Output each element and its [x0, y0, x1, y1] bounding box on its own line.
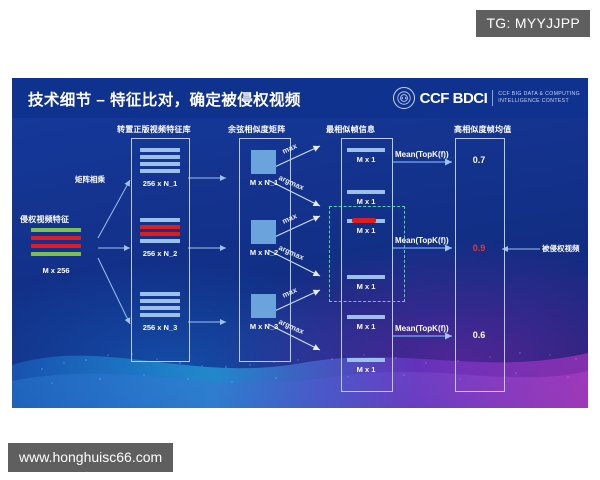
matrix-multiply-label: 矩阵相乘	[75, 175, 105, 184]
top-watermark: TG: MYYJJPP	[476, 10, 590, 37]
frame-label-1: M x 1	[356, 155, 376, 164]
ccf-bdci-logo: CCF BDCI CCF BIG DATA & COMPUTING INTELL…	[392, 87, 580, 109]
library-item-2	[140, 218, 180, 246]
frame-bar-1	[347, 148, 385, 152]
library-row	[140, 292, 180, 296]
slide-header-bar	[12, 78, 588, 118]
frames-container	[341, 138, 393, 392]
similarity-matrix-3-label: M x N_3	[249, 322, 279, 331]
similarity-matrix-2	[251, 220, 276, 244]
pipeline-diagram: 侵权视频特征 M x 256 矩阵相乘 转置正版视频特征库 256 x N_1 …	[12, 118, 588, 408]
similarity-matrix-1-label: M x N_1	[249, 178, 279, 187]
frame-label-3: M x 1	[356, 226, 376, 235]
similarity-matrix-1	[251, 150, 276, 174]
library-header: 转置正版视频特征库	[117, 125, 191, 134]
frames-header: 最相似帧信息	[326, 125, 376, 134]
logo-wordmark: CCF BDCI	[419, 89, 488, 107]
similarity-header: 余弦相似度矩阵	[228, 125, 286, 134]
frame-label-2: M x 1	[356, 197, 376, 206]
library-container	[131, 138, 190, 362]
frame-label-6: M x 1	[356, 365, 376, 374]
similarity-container	[239, 138, 291, 362]
feature-bar	[31, 236, 81, 240]
library-row	[140, 306, 180, 310]
similarity-matrix-3	[251, 294, 276, 318]
input-feature-stack	[31, 228, 81, 262]
library-item-2-label: 256 x N_2	[142, 249, 178, 258]
library-row-highlight	[140, 225, 180, 229]
frame-bar-5	[347, 315, 385, 319]
library-row	[140, 148, 180, 152]
frame-bar-3-highlight	[352, 218, 376, 223]
score-value-2: 0.9	[472, 243, 486, 253]
library-row	[140, 239, 180, 243]
output-label: 被侵权视频	[542, 244, 580, 253]
library-row	[140, 299, 180, 303]
logo-tagline: CCF BIG DATA & COMPUTING INTELLIGENCE CO…	[498, 91, 580, 105]
input-shape-label: M x 256	[42, 266, 70, 275]
library-item-3-label: 256 x N_3	[142, 323, 178, 332]
library-row	[140, 155, 180, 159]
logo-tagline-line-2: INTELLIGENCE CONTEST	[498, 98, 569, 104]
presentation-slide: 技术细节 – 特征比对，确定被侵权视频 CCF BDCI CCF BIG DAT…	[12, 78, 588, 408]
feature-bar	[31, 244, 81, 248]
diagram-connectors	[97, 145, 540, 351]
library-row	[140, 218, 180, 222]
logo-tagline-line-1: CCF BIG DATA & COMPUTING	[498, 91, 580, 97]
frame-label-4: M x 1	[356, 282, 376, 291]
mean-topk-label-1: Mean(TopK(f))	[395, 150, 449, 159]
library-item-1	[140, 148, 180, 176]
mean-topk-label-2: Mean(TopK(f))	[395, 236, 449, 245]
frame-label-5: M x 1	[356, 322, 376, 331]
logo-divider	[492, 90, 494, 106]
frame-bar-2	[347, 190, 385, 194]
mean-header: 高相似度帧均值	[454, 125, 512, 134]
score-value-1: 0.7	[472, 155, 486, 165]
similarity-matrix-2-label: M x N_2	[249, 248, 279, 257]
library-item-3	[140, 292, 180, 320]
slide-title: 技术细节 – 特征比对，确定被侵权视频	[28, 92, 301, 109]
library-row	[140, 169, 180, 173]
scores-container	[455, 138, 505, 392]
feature-bar	[31, 228, 81, 232]
library-row	[140, 313, 180, 317]
input-features-header: 侵权视频特征	[20, 215, 70, 224]
ccf-seal-icon	[392, 87, 415, 109]
score-value-3: 0.6	[472, 330, 486, 340]
selected-frames-highlight	[329, 206, 405, 302]
feature-bar	[31, 252, 81, 256]
frame-bar-6	[347, 358, 385, 362]
bottom-watermark: www.honghuisc66.com	[8, 443, 174, 472]
library-row-highlight	[140, 232, 180, 236]
library-row	[140, 162, 180, 166]
mean-topk-label-3: Mean(TopK(f))	[395, 324, 449, 333]
library-item-1-label: 256 x N_1	[142, 179, 178, 188]
frame-bar-4	[347, 275, 385, 279]
